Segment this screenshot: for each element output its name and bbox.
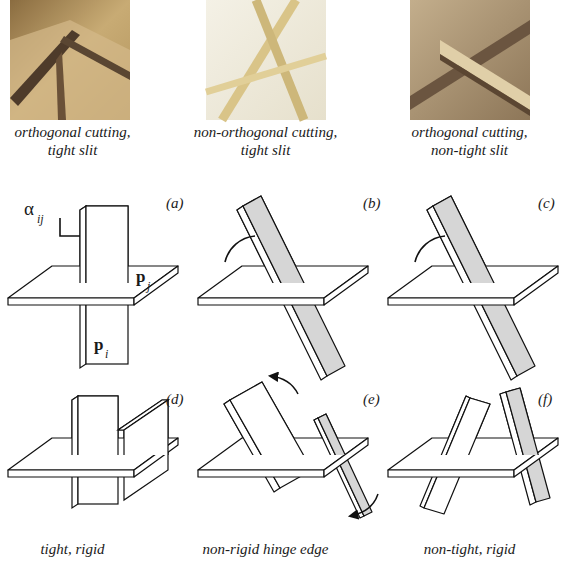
photo-non-orthogonal-tight xyxy=(206,0,326,120)
leaning-plates-upper xyxy=(420,388,550,455)
photo-caption: non-orthogonal cutting, tight slit xyxy=(183,123,348,159)
photo-ground xyxy=(206,0,326,120)
plate-subscript: i xyxy=(105,345,108,363)
photo-caption: orthogonal cutting, non-tight slit xyxy=(397,123,542,159)
figure-caption: tight, rigid xyxy=(0,540,145,558)
panel-letter: (b) xyxy=(363,194,381,212)
wood-plate xyxy=(10,20,130,120)
angle-symbol: α xyxy=(24,200,34,218)
wood-strip xyxy=(410,20,530,110)
plate-pi-upper xyxy=(80,206,128,283)
photo-orthogonal-tight xyxy=(10,0,130,120)
vertical-plates-upper xyxy=(72,396,168,455)
photo-caption: orthogonal cutting, tight slit xyxy=(0,123,145,159)
slit-edge xyxy=(60,36,130,80)
wood-strip xyxy=(440,54,530,116)
photo-ground xyxy=(10,0,130,120)
panel-letter: (c) xyxy=(538,194,555,212)
panel-letter: (a) xyxy=(166,194,184,212)
angle-arc xyxy=(415,236,445,262)
panel-letter: (d) xyxy=(166,390,184,408)
wood-strip xyxy=(440,40,530,110)
photo-orthogonal-non-tight xyxy=(410,0,530,120)
wood-stick xyxy=(206,56,326,92)
angle-subscript: ij xyxy=(37,210,44,228)
panel-letter: (f) xyxy=(538,390,552,408)
rotation-arrow xyxy=(350,494,378,516)
angle-arc xyxy=(225,236,255,262)
panel-letter: (e) xyxy=(363,390,380,408)
photo-ground xyxy=(410,0,530,120)
slit-edge xyxy=(56,52,66,120)
figure-caption: non-rigid hinge edge xyxy=(183,540,348,558)
tilted-plate-upper xyxy=(237,196,345,283)
plate-symbol: p xyxy=(94,336,103,354)
plate-symbol: p xyxy=(136,268,145,286)
figure-caption: non-tight, rigid xyxy=(397,540,542,558)
wood-stick xyxy=(256,0,304,120)
plate-subscript: j xyxy=(147,277,150,295)
rotation-arrow xyxy=(270,376,298,394)
tilted-plate-upper xyxy=(427,196,535,283)
right-angle-mark xyxy=(60,218,80,236)
